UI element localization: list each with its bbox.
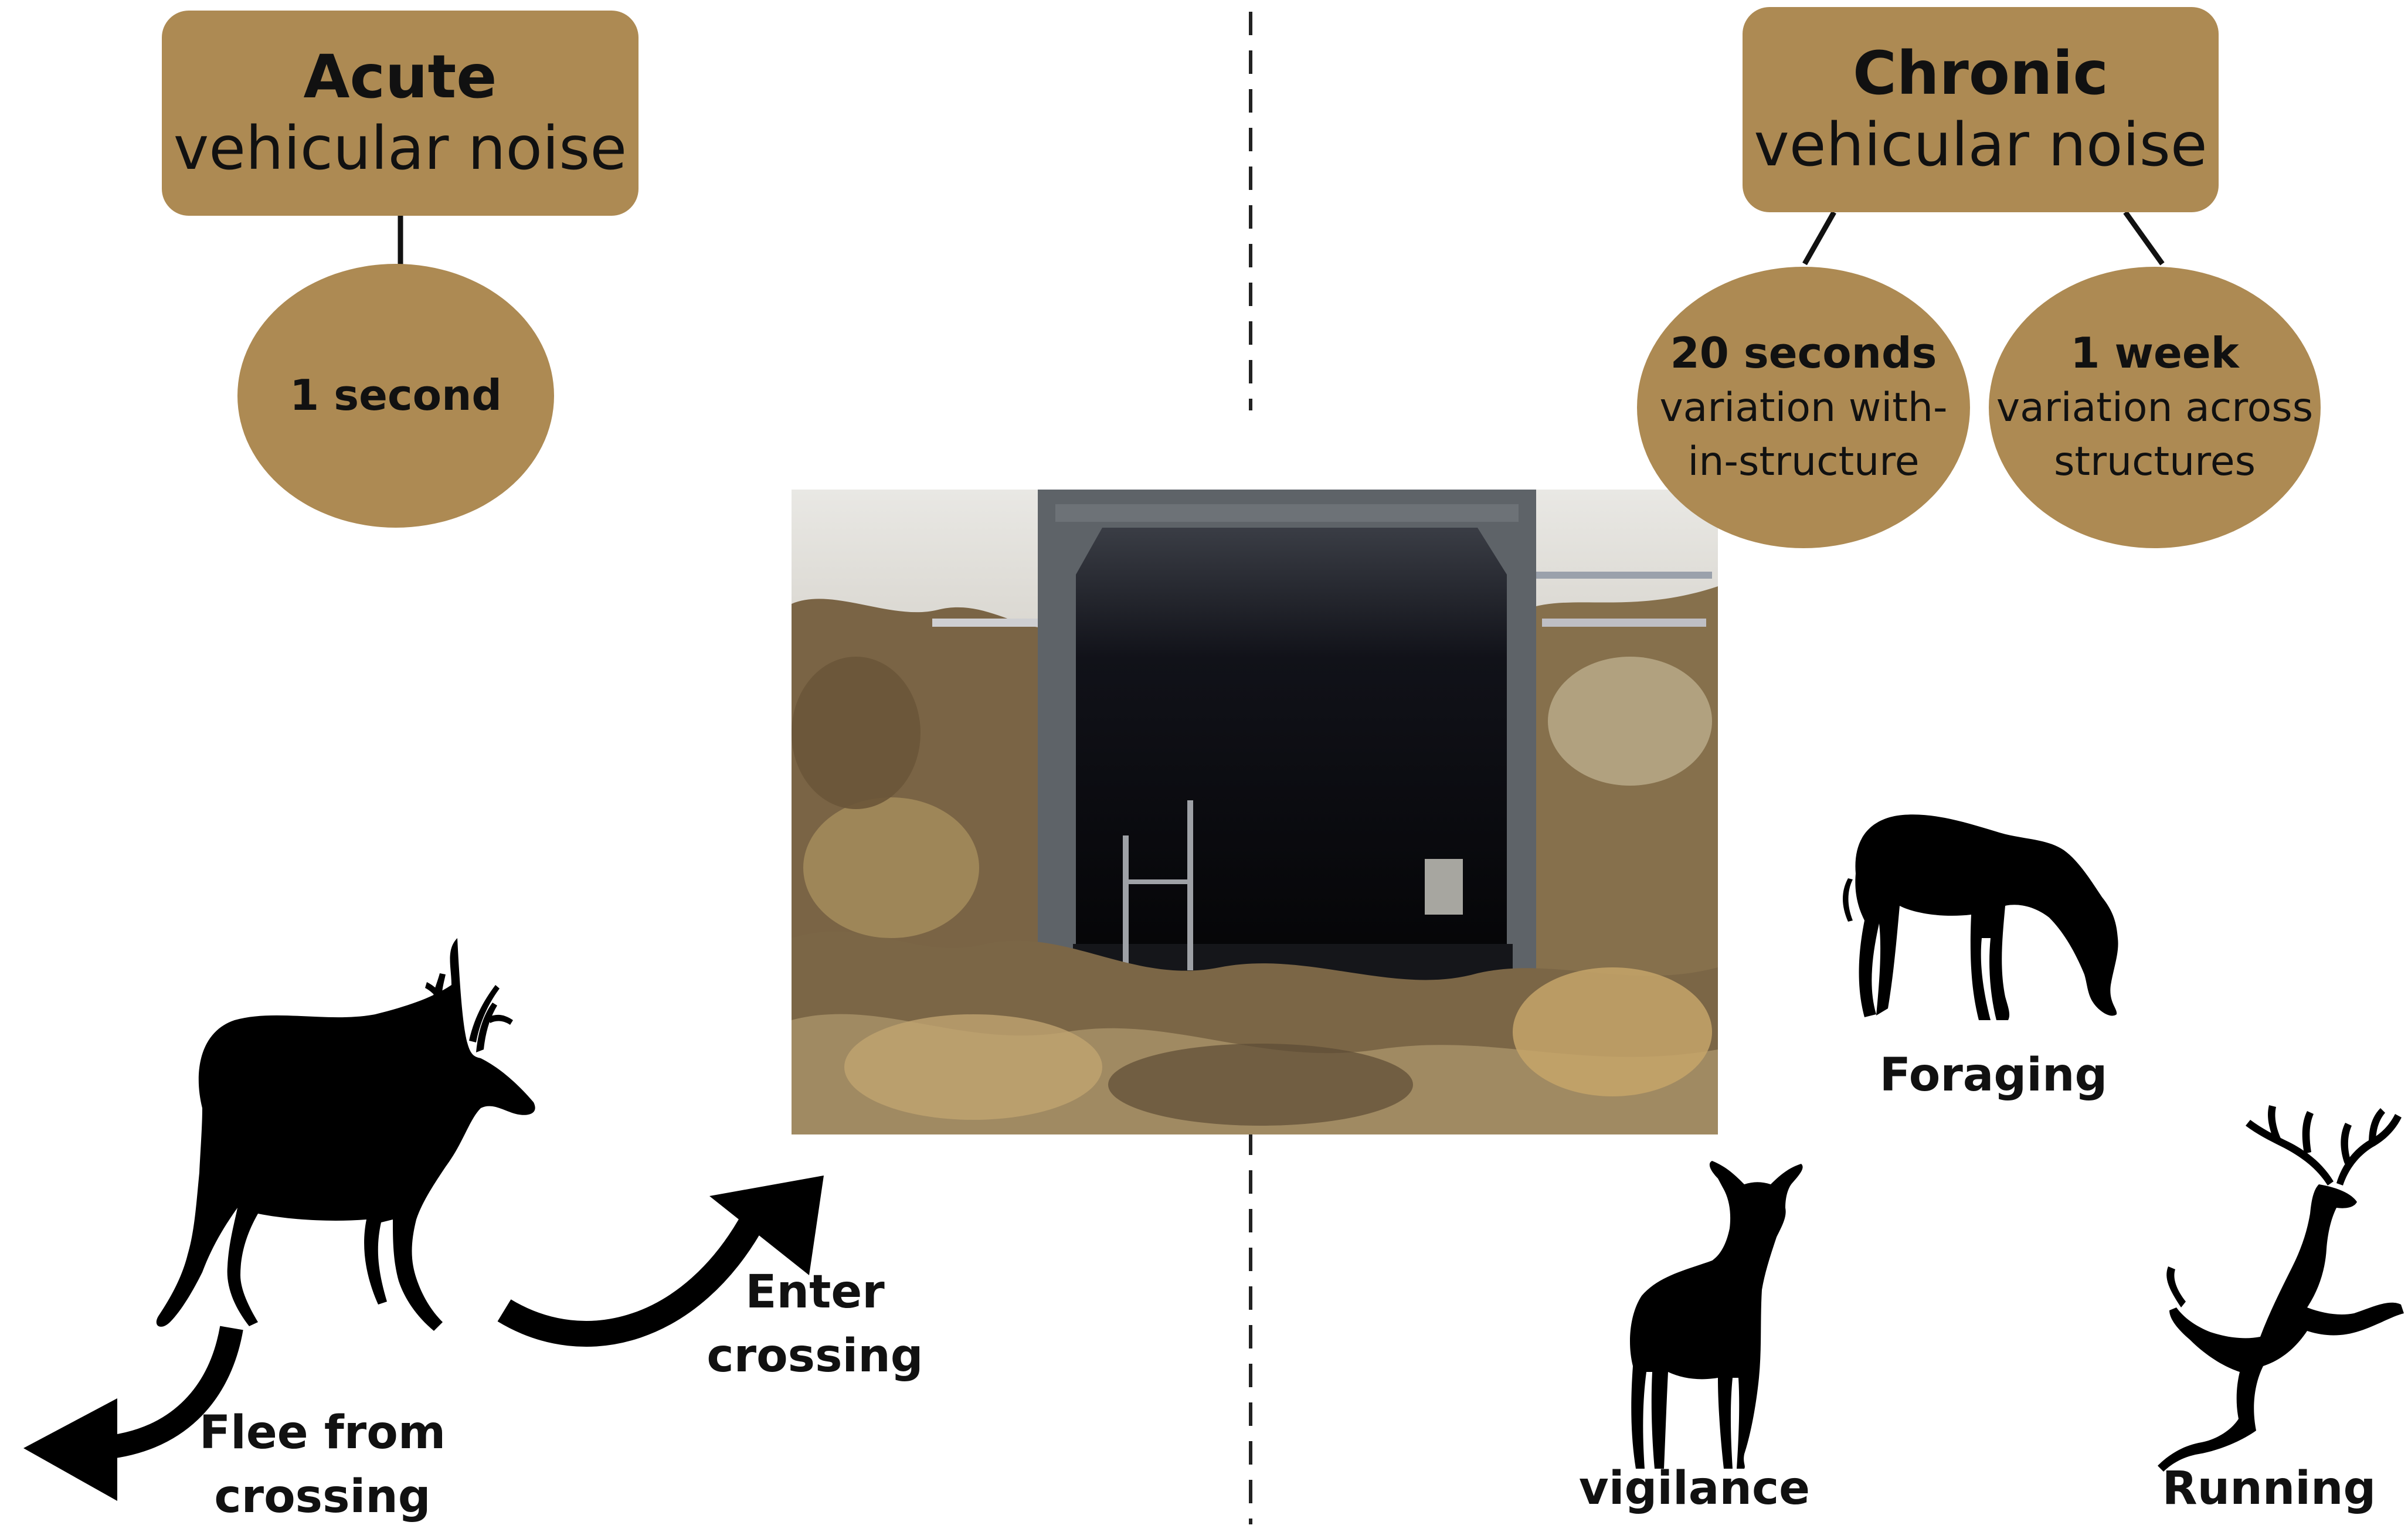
chronic-title-bold: Chronic (1853, 38, 2108, 108)
short-scale-line2: in-structure (1687, 438, 1920, 485)
deer-running-icon (2158, 1105, 2404, 1472)
acute-title-bold: Acute (303, 42, 497, 112)
short-scale-duration: 20 seconds (1670, 328, 1937, 378)
flee-crossing-label: Flee from crossing (193, 1401, 451, 1529)
enter-crossing-line2: crossing (707, 1330, 923, 1383)
foraging-label: Foraging (1879, 1049, 2108, 1102)
enter-crossing-arrow-icon (497, 1176, 824, 1347)
long-scale-line1: variation across (1996, 385, 2314, 431)
flee-crossing-line1: Flee from (199, 1407, 446, 1459)
elk-walking-icon (156, 938, 535, 1331)
chronic-short-scale-oval: 20 seconds variation with- in-structure (1637, 267, 1970, 548)
deer-vigilance-icon (1630, 1161, 1803, 1469)
chronic-connector-left (1802, 210, 1836, 266)
chronic-noise-title-box: Chronic vehicular noise (1743, 7, 2219, 212)
long-scale-line2: structures (2053, 438, 2256, 485)
enter-crossing-line1: Enter (745, 1266, 885, 1319)
long-scale-duration: 1 week (2070, 328, 2239, 378)
acute-duration-label: 1 second (290, 371, 502, 420)
flee-crossing-arrow-icon (23, 1326, 243, 1501)
running-label: Running (2162, 1462, 2376, 1515)
acute-duration-oval: 1 second (237, 264, 554, 528)
acute-title-rest: vehicular noise (173, 114, 627, 184)
acute-noise-title-box: Acute vehicular noise (162, 11, 638, 216)
vigilance-label: vigilance (1578, 1462, 1811, 1515)
short-scale-line1: variation with- (1659, 385, 1948, 431)
chronic-connector-right (2123, 210, 2165, 266)
chronic-long-scale-oval: 1 week variation across structures (1989, 267, 2321, 548)
flee-crossing-line2: crossing (214, 1470, 431, 1524)
crossing-structure-photo (792, 490, 1718, 1134)
enter-crossing-label: Enter crossing (692, 1261, 938, 1388)
chronic-title-rest: vehicular noise (1754, 110, 2207, 180)
deer-foraging-icon (1843, 814, 2118, 1020)
